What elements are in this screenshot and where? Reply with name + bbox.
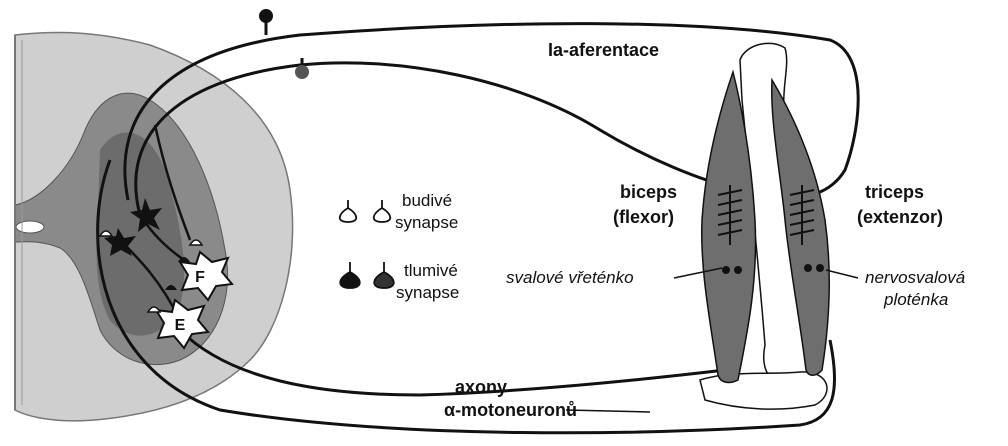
central-canal	[16, 221, 44, 233]
endplate-label-2: ploténka	[883, 290, 948, 309]
ganglion-cell-2	[295, 65, 309, 79]
excitatory-label-2: synapse	[395, 213, 458, 232]
biceps-label: biceps	[620, 182, 677, 202]
inhibitory-label-2: synapse	[396, 283, 459, 302]
neuron-label-f: F	[195, 269, 205, 286]
inhibitory-synapse-icon	[340, 262, 360, 288]
triceps-label: triceps	[865, 182, 924, 202]
inhibitory-label-1: tlumivé	[404, 261, 458, 280]
endplate-label-1: nervosvalová	[865, 268, 965, 287]
spindle-label: svalové vřeténko	[506, 268, 634, 287]
axons-label-1: axony	[455, 377, 507, 397]
excitatory-label-1: budivé	[402, 191, 452, 210]
axons-label-2: α-motoneuronů	[444, 400, 577, 420]
excitatory-synapse-icon	[340, 200, 357, 222]
neuron-label-e: E	[175, 317, 186, 334]
arm	[700, 43, 829, 409]
triceps-sub-label: (extenzor)	[857, 207, 943, 227]
biceps-sub-label: (flexor)	[613, 207, 674, 227]
legend: budivé synapse tlumivé synapse	[340, 191, 460, 302]
afferent-label: Ia-aferentace	[548, 40, 659, 60]
ganglion-cell-1	[259, 9, 273, 23]
excitatory-synapse-icon-2	[374, 200, 391, 222]
inhibitory-synapse-icon-2	[374, 262, 394, 288]
